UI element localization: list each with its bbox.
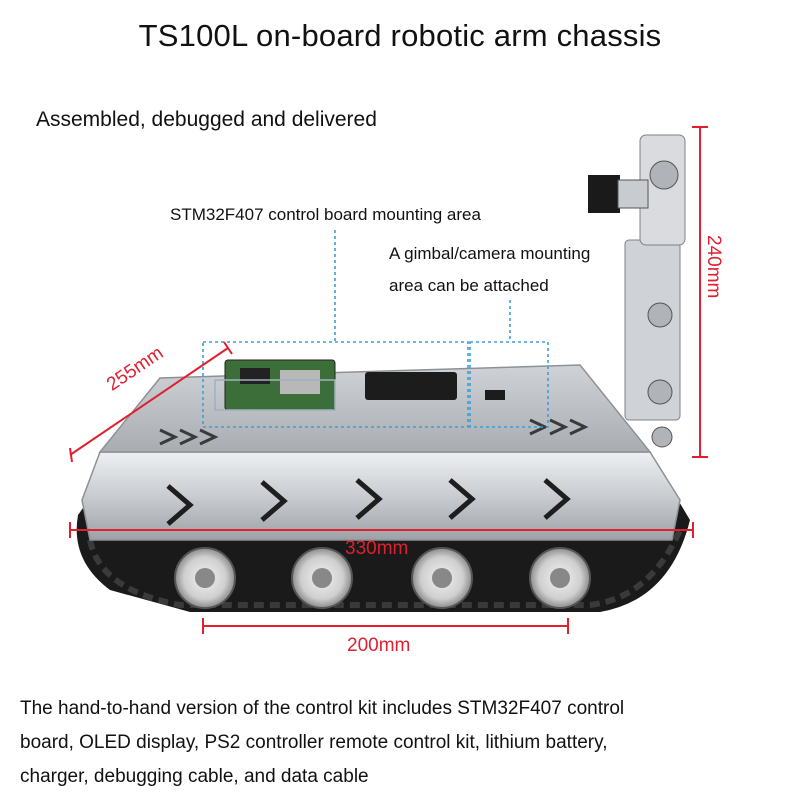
wheel-hub-4 (550, 568, 570, 588)
control-board-area-label: STM32F407 control board mounting area (170, 205, 481, 224)
robotic-arm (588, 134, 686, 448)
width-dimension-line (69, 347, 229, 456)
connector (485, 390, 505, 400)
wheel-hub-3 (432, 568, 452, 588)
control-board (214, 359, 336, 411)
gimbal-area-label-line2: area can be attached (389, 276, 549, 295)
road-wheels (174, 547, 591, 609)
callout-boxes (202, 230, 549, 428)
side-chevrons (166, 478, 571, 526)
subtitle: Assembled, debugged and delivered (36, 108, 377, 131)
height-dimension-label: 240mm (703, 235, 724, 299)
dimension-lines (69, 126, 708, 634)
gimbal-area-label-line1: A gimbal/camera mounting (389, 244, 591, 263)
kit-description-line1: The hand-to-hand version of the control … (20, 698, 625, 719)
length-dimension-label: 330mm (345, 538, 409, 559)
chassis-side-panel (81, 451, 681, 541)
page-title: TS100L on-board robotic arm chassis (138, 18, 662, 53)
gimbal-area-box (469, 341, 549, 428)
wheelbase-dimension-label: 200mm (347, 635, 411, 656)
battery-pack (365, 372, 457, 400)
kit-description-line2: board, OLED display, PS2 controller remo… (20, 732, 608, 753)
control-board-area-box (202, 341, 469, 428)
wheel-hub-1 (195, 568, 215, 588)
kit-description: The hand-to-hand version of the control … (20, 692, 790, 794)
wheel-hub-2 (312, 568, 332, 588)
top-chevrons (159, 418, 589, 446)
kit-description-line3: charger, debugging cable, and data cable (20, 766, 369, 787)
